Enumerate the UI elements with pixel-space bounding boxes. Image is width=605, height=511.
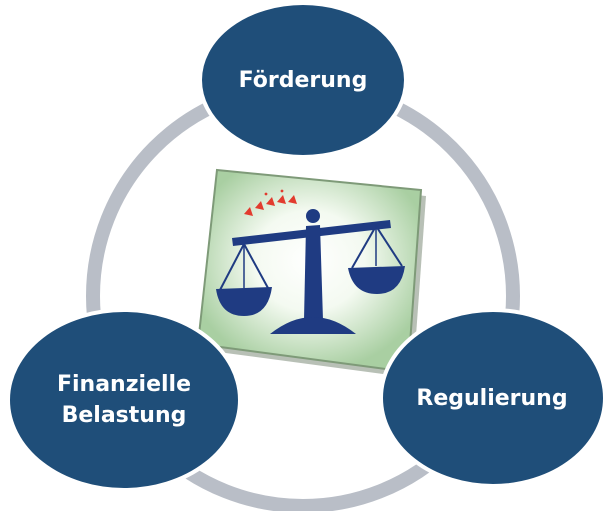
node-right-label: Regulierung bbox=[383, 372, 601, 424]
right-pan bbox=[348, 266, 405, 294]
left-pan bbox=[216, 287, 272, 316]
node-top-shape bbox=[198, 1, 408, 159]
scale-base bbox=[270, 317, 356, 334]
node-top-text: Förderung bbox=[238, 67, 368, 93]
node-top-label: Förderung bbox=[200, 54, 406, 106]
scale-figure bbox=[216, 209, 405, 334]
scale-top-knob bbox=[306, 209, 320, 223]
node-left-line-1: Finanzielle bbox=[56, 372, 191, 397]
accent-dots bbox=[264, 189, 284, 196]
node-right-shape bbox=[379, 308, 605, 488]
node-left-shape bbox=[6, 308, 242, 492]
scale-pillar bbox=[304, 225, 323, 320]
balance-scale-icon bbox=[196, 168, 426, 378]
accent-marks bbox=[244, 195, 297, 216]
node-left-line-2: Belastung bbox=[61, 403, 187, 428]
node-right-text: Regulierung bbox=[416, 385, 568, 411]
node-left-label: Finanzielle Belastung bbox=[10, 368, 238, 432]
